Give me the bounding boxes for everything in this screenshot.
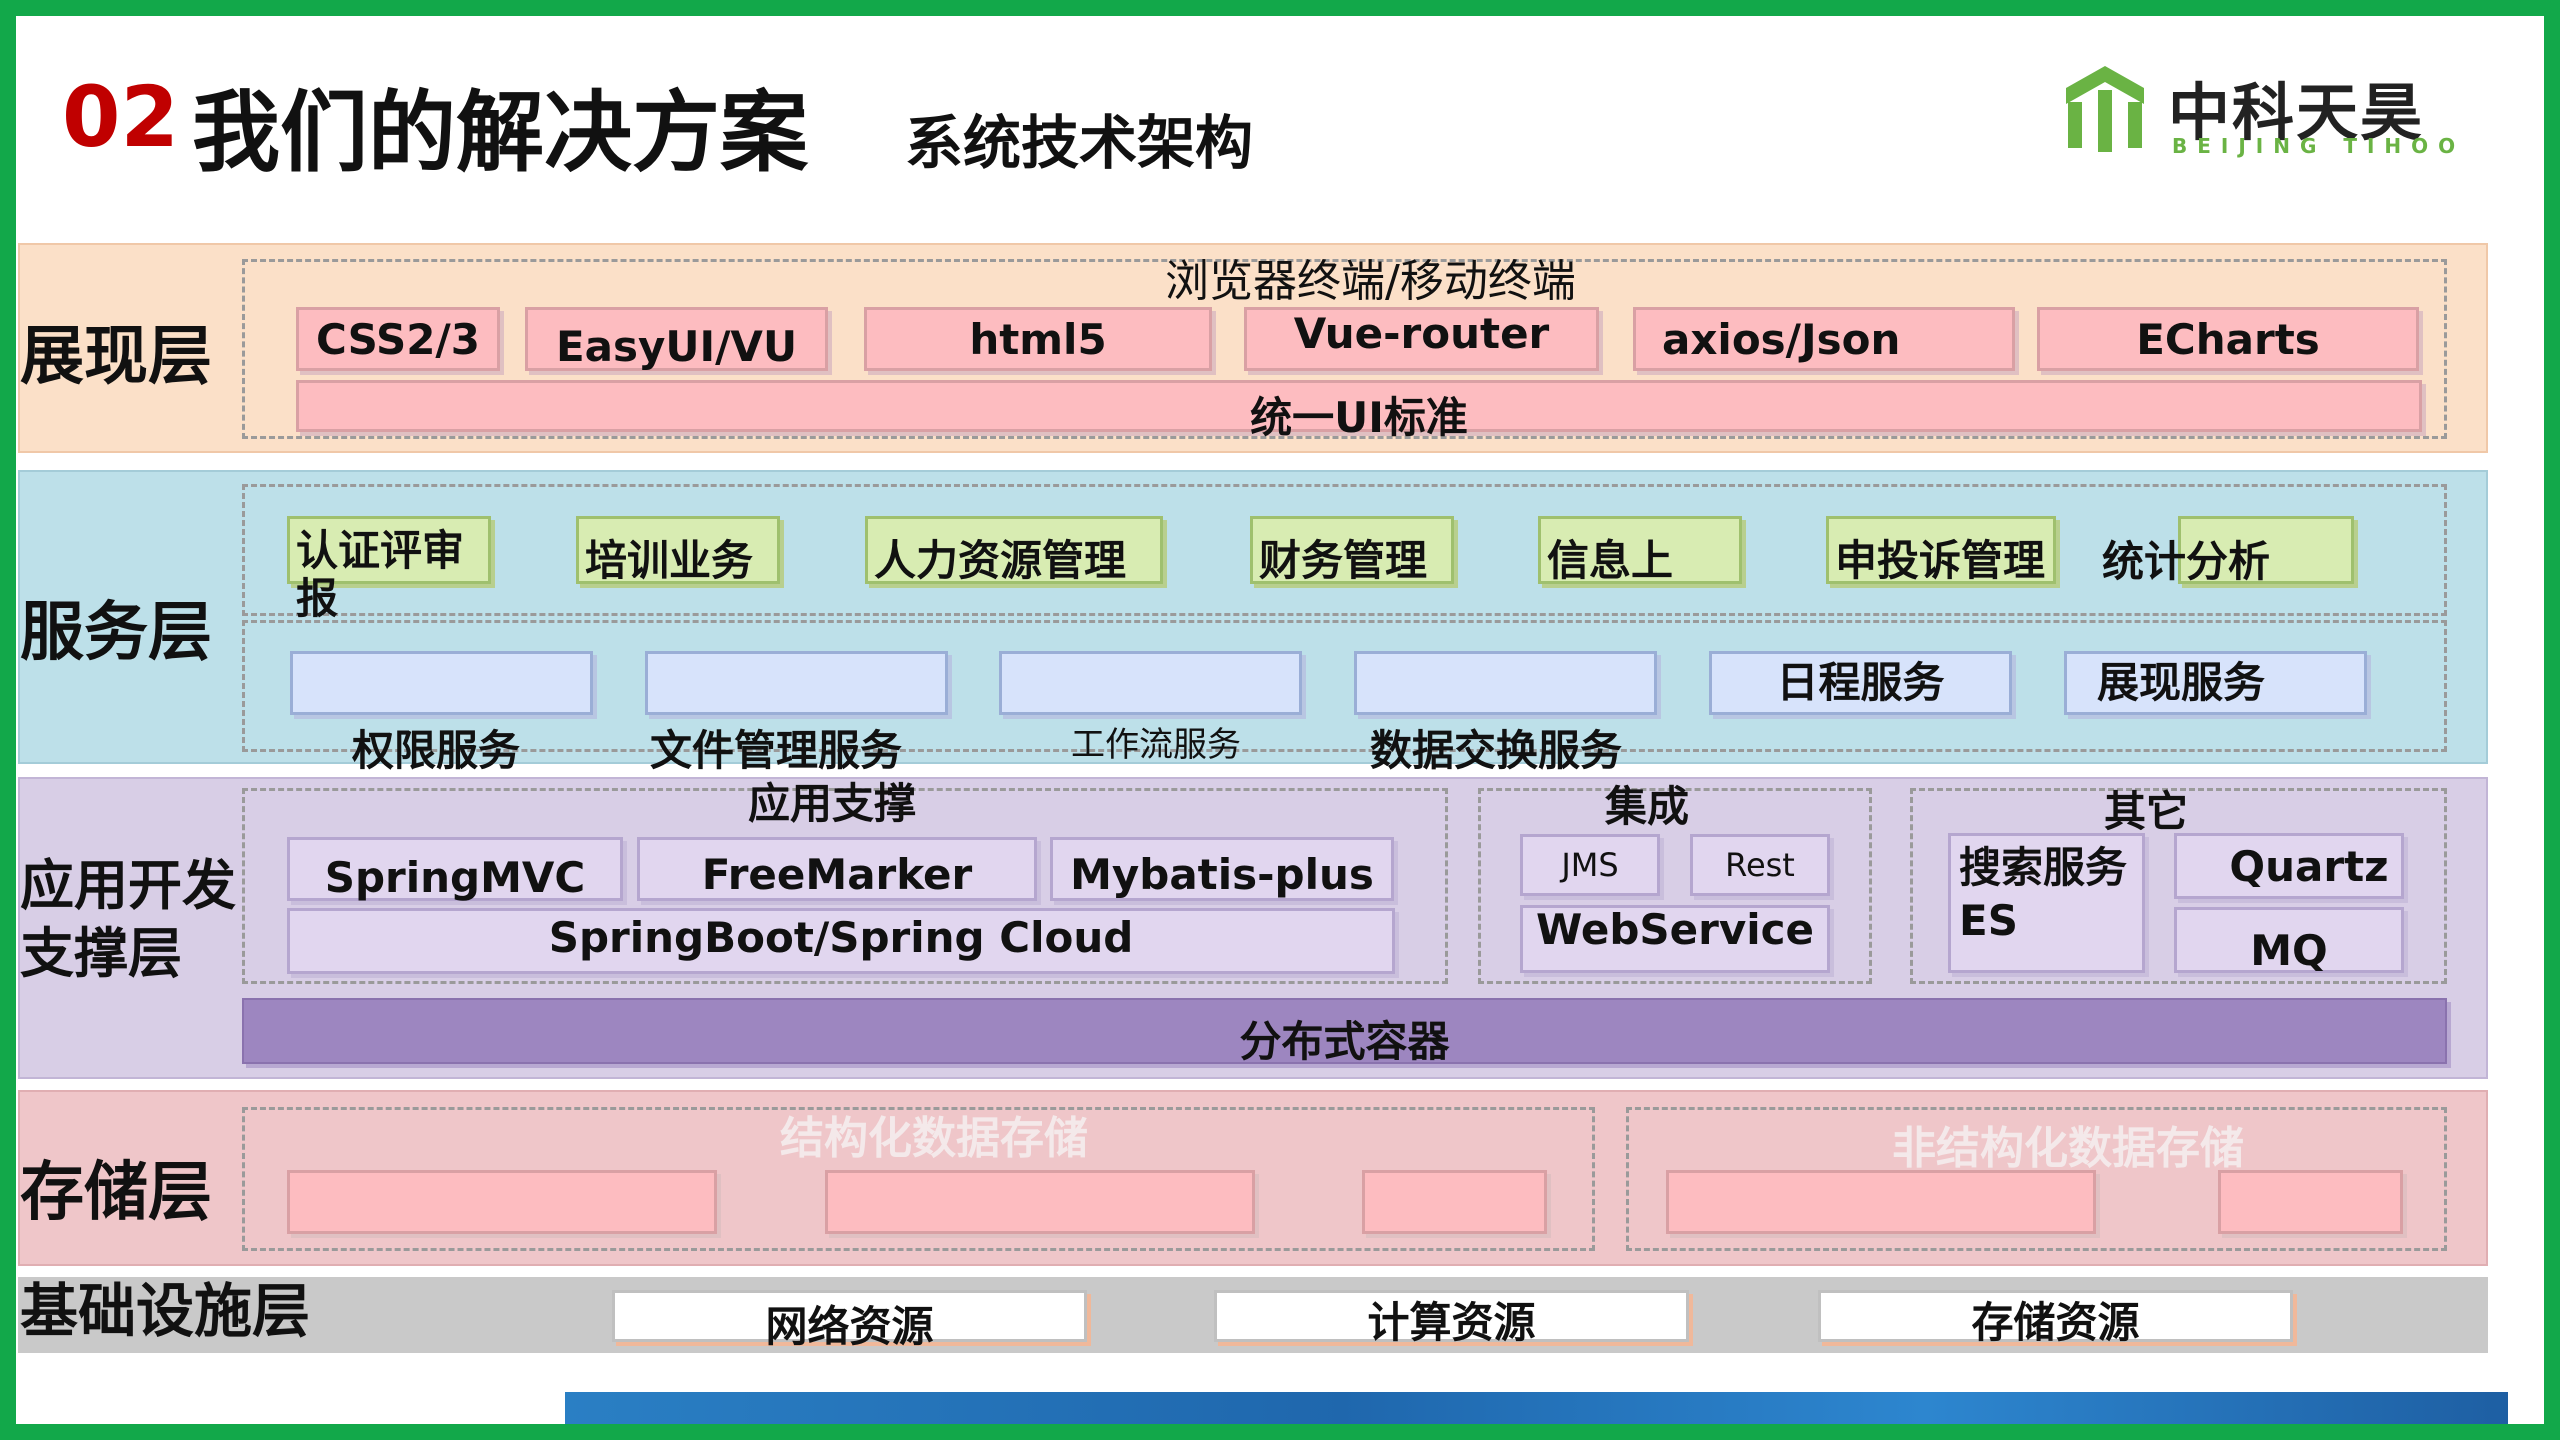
tech-box-easyui: EasyUI/VU <box>525 307 828 371</box>
unstructured-storage-title: 非结构化数据存储 <box>1892 1123 2244 1174</box>
business-box-certification: 认证评审 报 <box>287 516 491 623</box>
service-label-permission: 权限服务 <box>352 726 521 775</box>
service-label-file: 文件管理服务 <box>650 726 903 775</box>
presentation-layer-label: 展现层 <box>20 320 212 394</box>
other-dashed-area <box>1910 788 2447 984</box>
other-box-quartz: Quartz <box>2174 833 2404 899</box>
section-number: 02 <box>62 68 179 166</box>
integration-dashed-area <box>1478 788 1872 984</box>
service-box-workflow <box>999 651 1302 715</box>
infra-box-storage: 存储资源 <box>1818 1290 2293 1347</box>
business-box-info-report: 信息上 <box>1538 516 1742 585</box>
integration-box-rest: Rest <box>1690 834 1830 896</box>
app-support-title: 应用支撑 <box>748 779 917 828</box>
unstructured-storage-dashed-area <box>1626 1107 2447 1251</box>
distributed-container-bar: 分布式容器 <box>242 998 2447 1066</box>
integration-title: 集成 <box>1605 782 1690 831</box>
business-box-hr: 人力资源管理 <box>865 516 1163 585</box>
logo-text-cn: 中科天昊 <box>2168 76 2425 149</box>
infrastructure-layer-label: 基础设施层 <box>20 1277 311 1345</box>
other-box-mq: MQ <box>2174 907 2404 975</box>
storage-box-5 <box>2218 1170 2403 1234</box>
service-box-presentation: 展现服务 <box>2064 651 2367 715</box>
services-dashed-area <box>242 620 2447 752</box>
page-subtitle: 系统技术架构 <box>905 109 1254 177</box>
business-box-training: 培训业务 <box>576 516 780 585</box>
business-statistics-label: 统计分析 <box>2102 537 2271 586</box>
service-box-schedule: 日程服务 <box>1709 651 2012 715</box>
support-box-mybatis: Mybatis-plus <box>1050 837 1394 901</box>
presentation-dashed-area <box>242 259 2447 439</box>
support-box-springmvc: SpringMVC <box>287 837 623 902</box>
footer-decorative-bar <box>565 1392 2508 1424</box>
support-layer-label: 应用开发 支撑层 <box>20 854 236 985</box>
business-box-finance: 财务管理 <box>1250 516 1454 585</box>
integration-box-jms: JMS <box>1520 834 1660 896</box>
structured-storage-title: 结构化数据存储 <box>780 1113 1088 1164</box>
support-box-freemarker: FreeMarker <box>637 837 1037 901</box>
business-dashed-area <box>242 484 2447 616</box>
service-box-file <box>645 651 948 715</box>
other-title: 其它 <box>2104 787 2189 836</box>
support-box-springboot: SpringBoot/Spring Cloud <box>287 908 1395 974</box>
tech-box-axios: axios/Json <box>1633 307 2015 371</box>
terminal-caption: 浏览器终端/移动终端 <box>1165 256 1576 307</box>
logo-text-en: BEIJING TIHOO <box>2172 134 2466 158</box>
storage-box-3 <box>1362 1170 1547 1234</box>
service-layer-label: 服务层 <box>20 596 212 670</box>
logo-mark-icon <box>2060 60 2150 160</box>
service-box-permission <box>290 651 593 715</box>
page-title: 我们的解决方案 <box>192 81 809 184</box>
tech-box-html5: html5 <box>864 307 1212 371</box>
storage-layer-label: 存储层 <box>20 1156 212 1230</box>
other-box-search-es: 搜索服务 ES <box>1948 833 2145 973</box>
app-support-dashed-area <box>242 788 1448 984</box>
storage-box-1 <box>287 1170 717 1234</box>
storage-box-2 <box>825 1170 1255 1234</box>
infra-box-compute: 计算资源 <box>1214 1290 1689 1347</box>
structured-storage-dashed-area <box>242 1107 1595 1251</box>
tech-box-vue-router: Vue-router <box>1244 307 1599 371</box>
service-label-data-exchange: 数据交换服务 <box>1370 726 1623 775</box>
tech-box-css: CSS2/3 <box>296 307 500 371</box>
service-box-data-exchange <box>1354 651 1657 715</box>
unified-ui-standard: 统一UI标准 <box>296 380 2422 442</box>
business-box-statistics-bg <box>2178 516 2354 584</box>
infra-box-network: 网络资源 <box>612 1290 1087 1351</box>
integration-box-webservice: WebService <box>1520 905 1830 973</box>
business-box-complaint: 申投诉管理 <box>1826 516 2056 585</box>
tech-box-echarts: ECharts <box>2037 307 2419 371</box>
service-label-workflow: 工作流服务 <box>1071 725 1241 765</box>
storage-box-4 <box>1666 1170 2096 1234</box>
